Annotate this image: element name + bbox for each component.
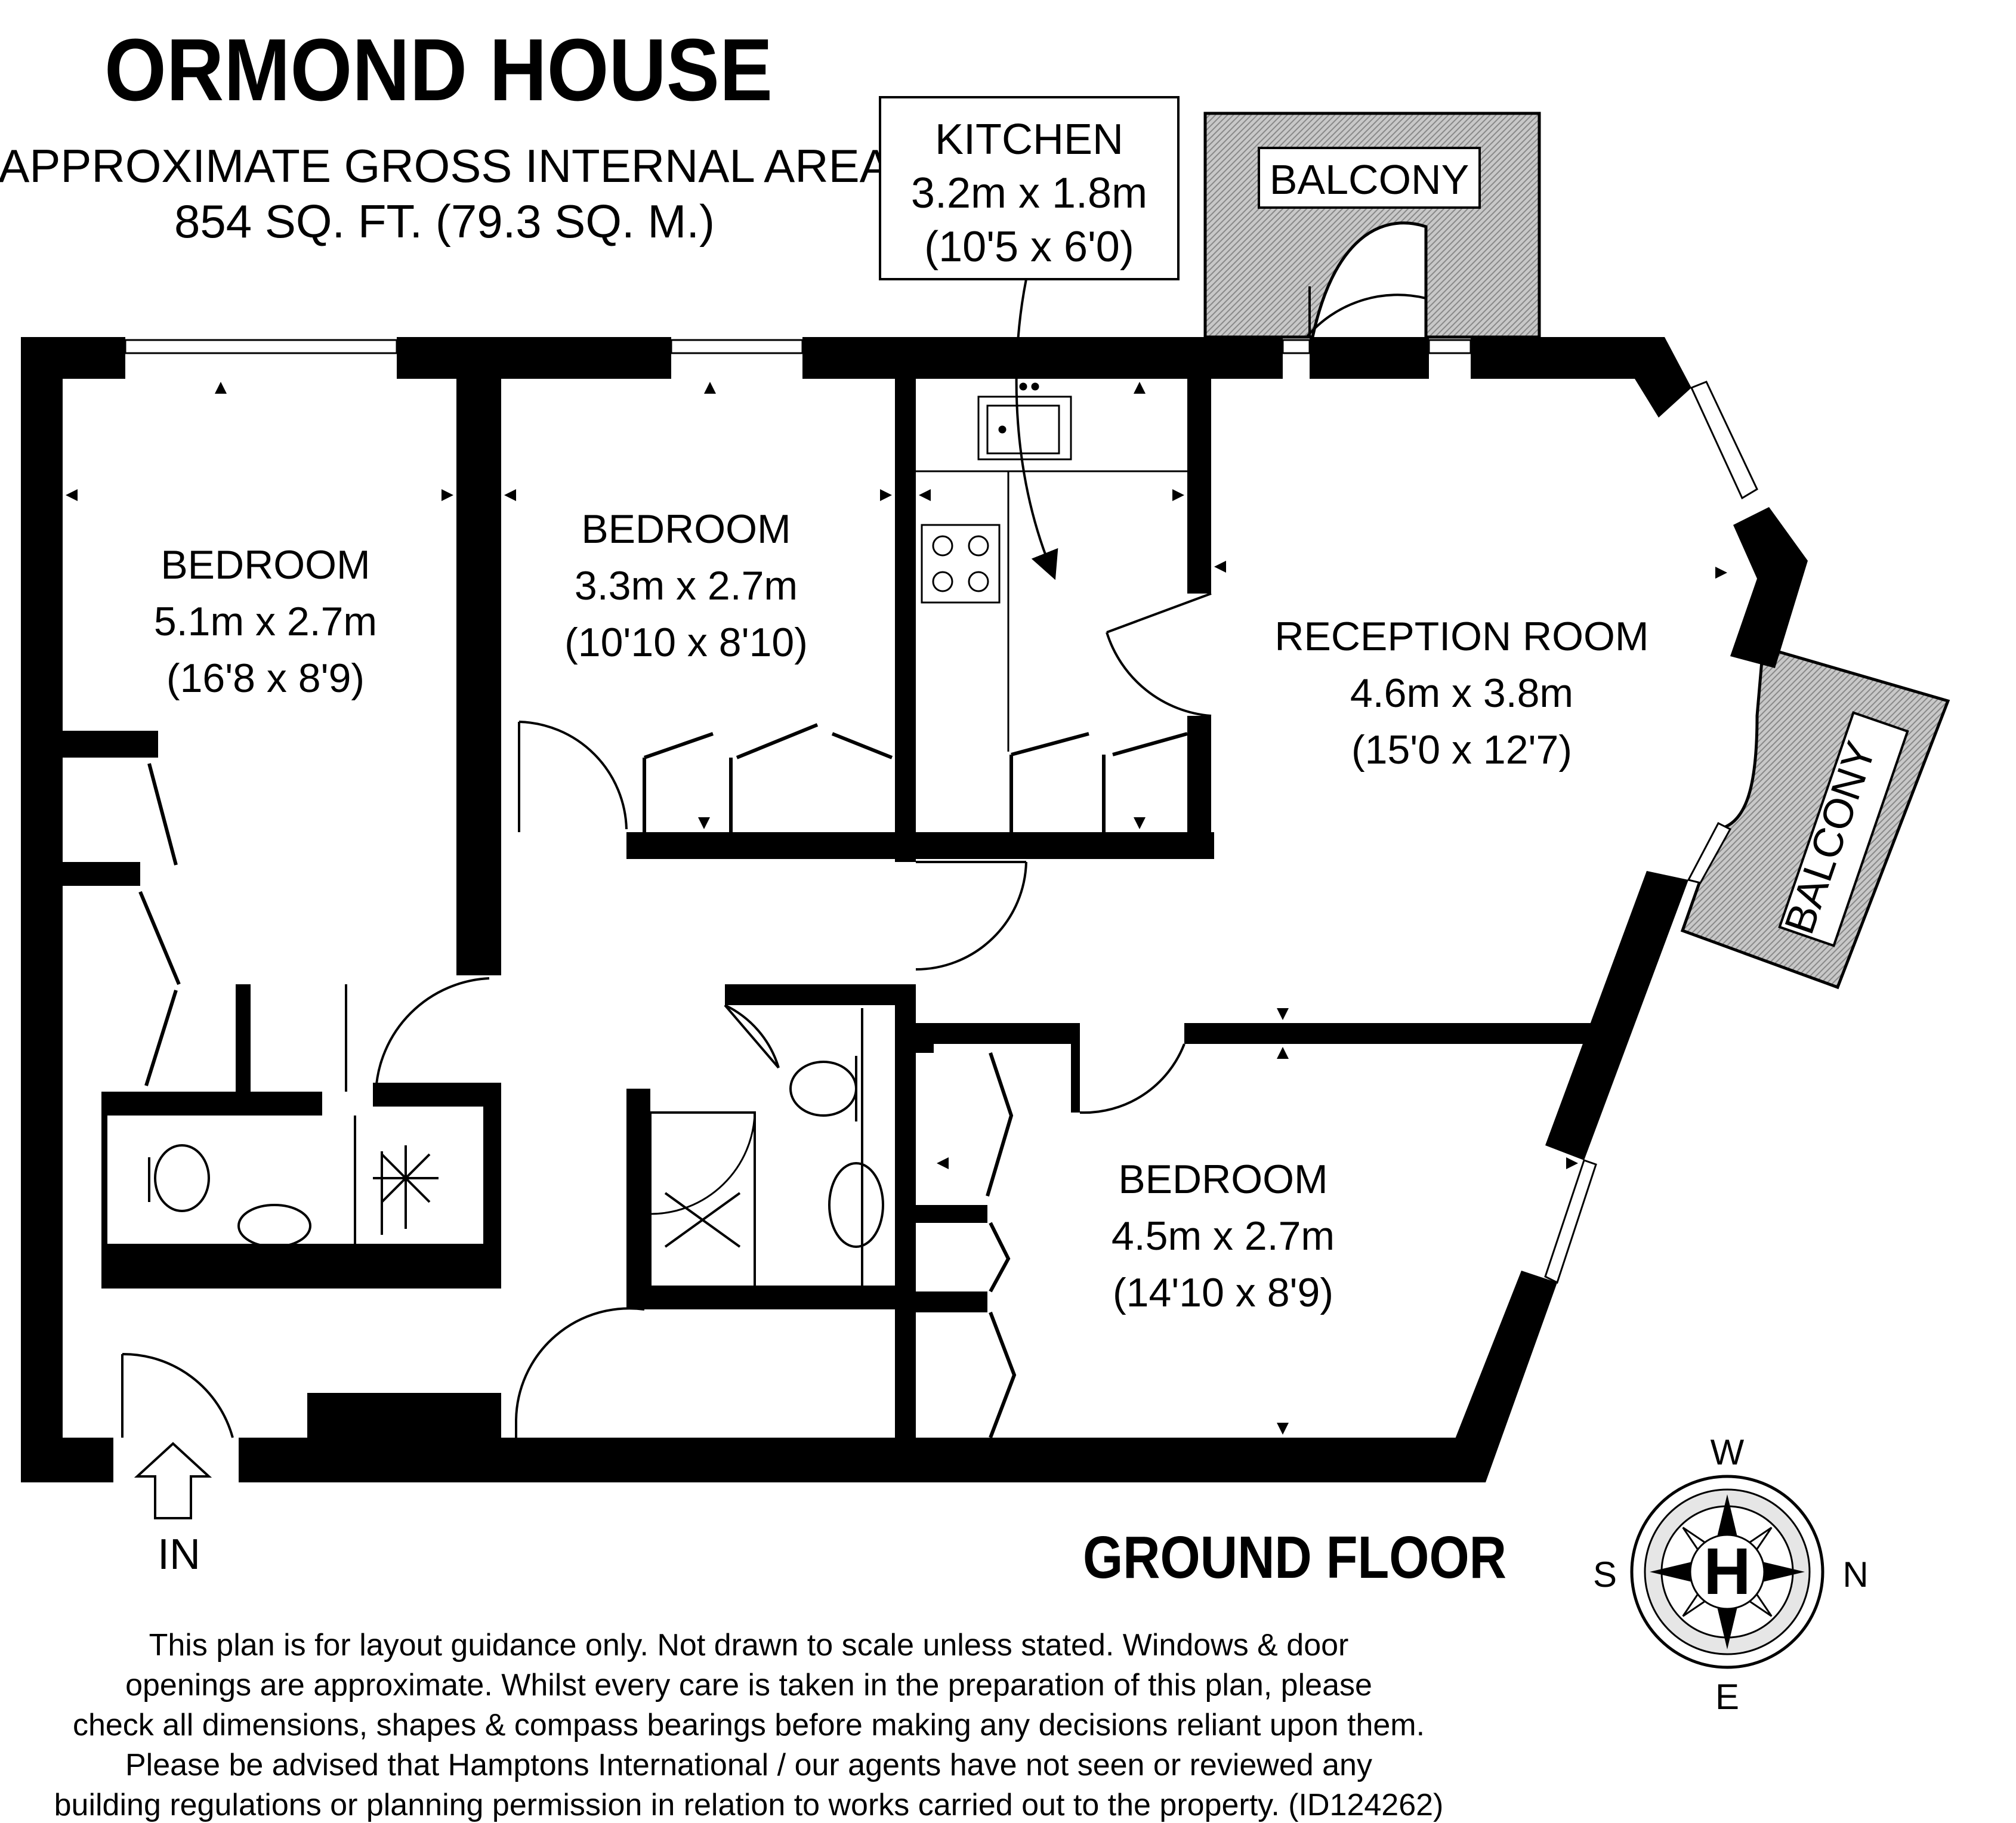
exterior-walls [21,337,1808,1482]
bedroom-3-imperial: (14'10 x 8'9) [1113,1270,1333,1315]
dimension-arrows [66,382,1727,1435]
bedroom-1-name: BEDROOM [160,542,370,588]
reception-name: RECEPTION ROOM [1274,614,1648,659]
area-value: 854 SQ. FT. (79.3 SQ. M.) [174,195,715,248]
bedroom-1-imperial: (16'8 x 8'9) [166,656,365,701]
bedroom-3-metric: 4.5m x 2.7m [1112,1213,1335,1259]
compass-south: S [1593,1555,1617,1595]
disclaimer-line-4: Please be advised that Hamptons Internat… [125,1748,1372,1782]
room-bedroom-2: BEDROOM 3.3m x 2.7m (10'10 x 8'10) [564,506,808,665]
basin-icon-2 [828,1162,884,1248]
entrance-label: IN [158,1531,200,1578]
bathroom-fittings [148,1008,884,1293]
reception-metric: 4.6m x 3.8m [1350,671,1573,716]
room-bedroom-1: BEDROOM 5.1m x 2.7m (16'8 x 8'9) [154,542,377,701]
bedroom-2-name: BEDROOM [581,506,791,552]
kitchen-label-box [879,96,1180,280]
bedroom-1-metric: 5.1m x 2.7m [154,599,377,644]
compass-east: E [1715,1677,1739,1717]
balcony-right: BALCONY [1680,645,1950,990]
compass-west: W [1711,1432,1745,1472]
room-bedroom-3: BEDROOM 4.5m x 2.7m (14'10 x 8'9) [1112,1157,1335,1315]
compass-north: N [1842,1555,1868,1595]
kitchen-pointer [1015,279,1058,580]
door-swings [121,286,1427,1438]
floor-label: GROUND FLOOR [1083,1524,1506,1591]
wardrobes [138,723,1188,1439]
hob-icon [921,524,1001,604]
basin-icon [237,1204,311,1248]
disclaimer-line-3: check all dimensions, shapes & compass b… [73,1708,1425,1742]
property-title: ORMOND HOUSE [104,21,773,119]
shower-tray-icon [649,1111,756,1293]
disclaimer-line-2: openings are approximate. Whilst every c… [125,1668,1372,1703]
kitchen-metric: 3.2m x 1.8m [911,169,1147,217]
bedroom-2-metric: 3.3m x 2.7m [575,563,798,608]
toilet-icon [154,1144,210,1212]
compass: H W E S N [1593,1432,1869,1717]
entrance-marker: IN [134,1442,212,1578]
bedroom-3-name: BEDROOM [1118,1157,1327,1202]
kitchen-fittings [916,382,1187,752]
reception-imperial: (15'0 x 12'7) [1351,727,1572,773]
disclaimer: This plan is for layout guidance only. N… [54,1628,1444,1822]
area-label: APPROXIMATE GROSS INTERNAL AREA [0,140,891,192]
kitchen-name: KITCHEN [935,116,1123,163]
compass-logo: H [1703,1535,1751,1608]
toilet-icon-2 [789,1061,857,1117]
balcony-top: BALCONY [1203,112,1541,339]
windows [124,339,1758,1284]
entrance-arrow-icon [134,1442,212,1519]
room-reception: RECEPTION ROOM 4.6m x 3.8m (15'0 x 12'7) [1274,614,1648,773]
bedroom-2-imperial: (10'10 x 8'10) [564,620,808,665]
balcony-top-label: BALCONY [1270,156,1469,203]
kitchen-imperial: (10'5 x 6'0) [924,223,1134,271]
disclaimer-line-1: This plan is for layout guidance only. N… [149,1628,1349,1663]
sink-icon [977,396,1072,461]
disclaimer-line-5: building regulations or planning permiss… [54,1788,1444,1822]
interior-walls [63,379,1596,1441]
